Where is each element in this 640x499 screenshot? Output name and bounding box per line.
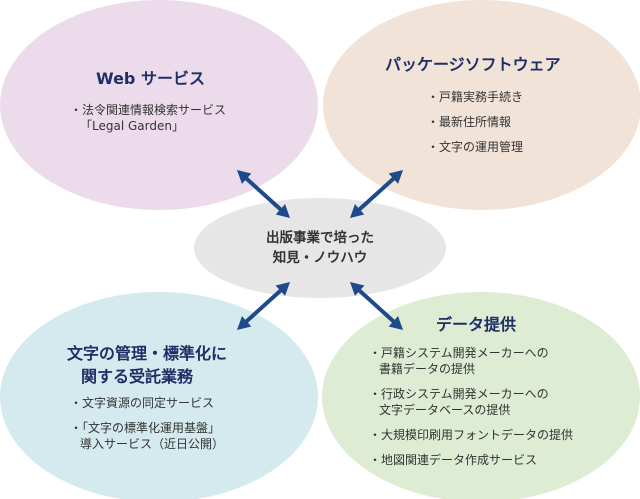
arrow-character-center	[237, 282, 290, 330]
list-item: ・戸籍システム開発メーカーへの書籍データの提供	[369, 345, 573, 377]
list-item: ・文字の運用管理	[427, 139, 523, 155]
list-item: ・「文字の標準化運用基盤」導入サービス（近日公開）	[70, 420, 224, 452]
package-software-title: パッケージソフトウェア	[385, 55, 561, 74]
data-provision-title: データ提供	[436, 315, 517, 334]
list-item: ・地図関連データ作成サービス	[369, 452, 573, 468]
character-management-ellipse	[0, 292, 318, 499]
character-title-line-2: 関する受託業務	[81, 367, 194, 386]
center-ellipse	[194, 198, 446, 298]
character-title-line-1: 文字の管理・標準化に	[67, 344, 228, 363]
character-service-list: ・文字資源の同定サービス・「文字の標準化運用基盤」導入サービス（近日公開）	[70, 395, 224, 452]
list-item: ・文字資源の同定サービス	[70, 395, 224, 411]
list-item-line: ・文字資源の同定サービス	[70, 396, 215, 410]
list-item-line: 文字データベースの提供	[379, 403, 511, 417]
list-item-line: ・地図関連データ作成サービス	[369, 453, 538, 467]
list-item: ・法令関連情報検索サービス「Legal Garden」	[70, 102, 226, 134]
list-item-line: ・法令関連情報検索サービス	[70, 103, 227, 117]
web-service-title: Web サービス	[96, 69, 205, 88]
center-label: 出版事業で培った 知見・ノウハウ	[194, 228, 446, 268]
arrow-package-center	[350, 170, 403, 218]
arrow-data-center	[350, 282, 403, 330]
center-line-1: 出版事業で培った	[266, 230, 374, 246]
list-item-line: 書籍データの提供	[379, 362, 476, 376]
center-line-2: 知見・ノウハウ	[272, 250, 368, 266]
web-service-list: ・法令関連情報検索サービス「Legal Garden」	[70, 102, 226, 134]
list-item-line: ・最新住所情報	[427, 115, 512, 129]
list-item-line: ・「文字の標準化運用基盤」	[70, 421, 221, 435]
list-item-line: 「Legal Garden」	[80, 119, 184, 133]
list-item: ・最新住所情報	[427, 114, 523, 130]
list-item: ・行政システム開発メーカーへの文字データベースの提供	[369, 386, 573, 418]
list-item-line: ・戸籍実務手続き	[427, 90, 524, 104]
arrow-web-center	[237, 170, 290, 218]
list-item: ・戸籍実務手続き	[427, 89, 523, 105]
data-provision-list: ・戸籍システム開発メーカーへの書籍データの提供・行政システム開発メーカーへの文字…	[369, 345, 573, 468]
list-item-line: ・文字の運用管理	[427, 140, 524, 154]
list-item-line: ・行政システム開発メーカーへの	[369, 387, 549, 401]
list-item-line: ・大規模印刷用フォントデータの提供	[369, 428, 574, 442]
list-item-line: 導入サービス（近日公開）	[80, 437, 225, 451]
list-item-line: ・戸籍システム開発メーカーへの	[369, 346, 549, 360]
data-provision-ellipse	[322, 292, 640, 499]
list-item: ・大規模印刷用フォントデータの提供	[369, 427, 573, 443]
web-service-ellipse	[0, 0, 318, 210]
package-software-ellipse	[323, 0, 640, 210]
package-software-list: ・戸籍実務手続き・最新住所情報・文字の運用管理	[427, 89, 523, 155]
